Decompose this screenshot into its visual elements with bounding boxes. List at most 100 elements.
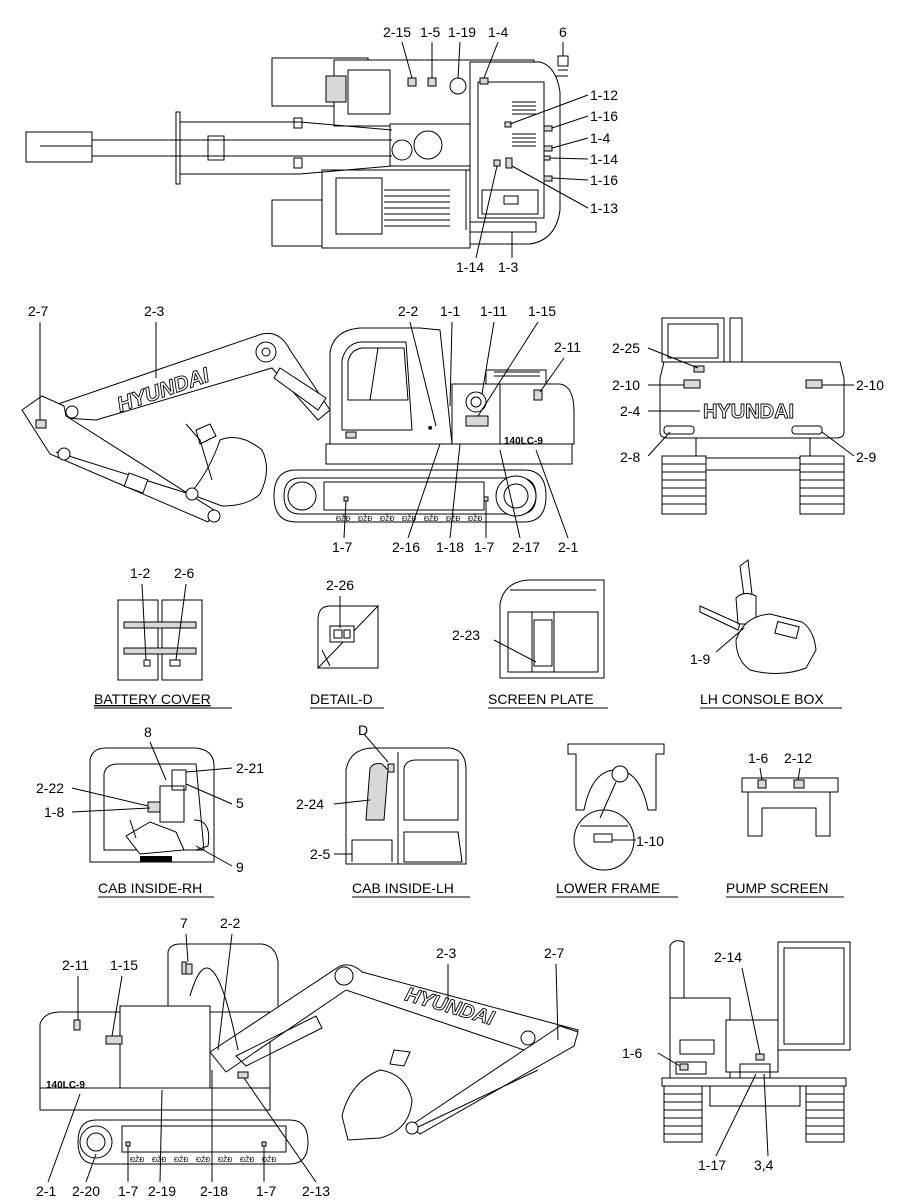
callout-top-1-4: 1-4 (488, 24, 508, 40)
caption-screen-plate: SCREEN PLATE (488, 691, 594, 707)
callout-top-1-3: 1-3 (498, 259, 518, 275)
callout-rh-2-20: 2-20 (72, 1183, 100, 1199)
callout-cabrh-5: 5 (236, 795, 244, 811)
callout-top-1-13: 1-13 (590, 200, 618, 216)
callout-front-3-4: 3,4 (754, 1157, 774, 1173)
callout-rear-2-10b: 2-10 (856, 377, 884, 393)
screen-plate-detail: 2-23 SCREEN PLATE (452, 579, 608, 709)
callout-rh-7: 7 (180, 915, 188, 931)
svg-text:ĐŽĐ: ĐŽĐ (424, 514, 438, 523)
svg-text:ĐŽĐ: ĐŽĐ (262, 1155, 276, 1164)
svg-text:ĐŽĐ: ĐŽĐ (130, 1155, 144, 1164)
callout-lh-1-15: 1-15 (528, 303, 556, 319)
callout-cabrh-2-22: 2-22 (36, 780, 64, 796)
svg-text:ĐŽĐ: ĐŽĐ (152, 1155, 166, 1164)
callout-cablh-2-5: 2-5 (310, 846, 330, 862)
callout-top-1-5: 1-5 (420, 24, 440, 40)
callout-rear-2-25: 2-25 (612, 340, 640, 356)
svg-text:ĐŽĐ: ĐŽĐ (196, 1155, 210, 1164)
callout-top-1-19: 1-19 (448, 24, 476, 40)
callout-battery-2-6: 2-6 (174, 565, 194, 581)
cab-inside-lh-detail: D 2-24 2-5 CAB INSIDE-LH (296, 722, 470, 898)
callout-lh-2-11: 2-11 (554, 339, 581, 355)
callout-lh-2-16: 2-16 (392, 539, 420, 555)
callout-front-1-6: 1-6 (622, 1045, 642, 1061)
callout-screen-2-23: 2-23 (452, 627, 480, 643)
callout-rh-1-7a: 1-7 (118, 1183, 138, 1199)
callout-rh-2-3: 2-3 (436, 945, 456, 961)
callout-rear-2-8: 2-8 (620, 449, 640, 465)
callout-lh-1-11: 1-11 (480, 303, 507, 319)
rear-brand: HYUNDAI (703, 401, 794, 423)
callout-front-1-17: 1-17 (698, 1157, 726, 1173)
callout-top-6: 6 (559, 24, 567, 40)
callout-top-1-16b: 1-16 (590, 172, 618, 188)
callout-lh-2-7: 2-7 (28, 303, 48, 319)
lower-frame-detail: 1-10 LOWER FRAME (556, 743, 678, 898)
callout-console-1-9: 1-9 (690, 651, 710, 667)
callout-lh-2-2: 2-2 (398, 303, 418, 319)
front-view-callouts: 2-14 1-6 1-17 3,4 (622, 949, 774, 1173)
rh-side-model-badge: 140LC-9 (46, 1080, 85, 1091)
svg-text:ĐŽĐ: ĐŽĐ (336, 514, 350, 523)
svg-text:ĐŽĐ: ĐŽĐ (402, 514, 416, 523)
caption-lower-frame: LOWER FRAME (556, 880, 660, 896)
svg-text:■: ■ (428, 425, 432, 432)
callout-lowerframe-1-10: 1-10 (636, 833, 664, 849)
callout-lh-2-1: 2-1 (558, 539, 578, 555)
lh-console-box-detail: 1-9 LH CONSOLE BOX (690, 559, 842, 709)
callout-top-1-4b: 1-4 (590, 130, 610, 146)
callout-pump-2-12: 2-12 (784, 750, 812, 766)
callout-top-1-14b: 1-14 (456, 259, 484, 275)
lh-side-model-badge: 140LC-9 (504, 436, 543, 447)
pump-screen-detail: 1-6 2-12 PUMP SCREEN (726, 750, 844, 898)
callout-top-1-16a: 1-16 (590, 108, 618, 124)
rh-side-callouts: 7 2-2 2-11 1-15 2-3 2-7 2-1 2-20 1-7 2-1… (36, 915, 564, 1199)
top-view (25, 55, 569, 249)
callout-lh-1-7b: 1-7 (474, 539, 494, 555)
detail-marker-d: D (358, 722, 368, 738)
callout-battery-1-2: 1-2 (130, 565, 150, 581)
svg-text:ĐŽĐ: ĐŽĐ (174, 1155, 188, 1164)
callout-cablh-2-24: 2-24 (296, 796, 324, 812)
svg-text:ĐŽĐ: ĐŽĐ (240, 1155, 254, 1164)
callout-lh-2-3: 2-3 (144, 303, 164, 319)
front-view (661, 940, 851, 1143)
callout-rh-2-13: 2-13 (302, 1183, 330, 1199)
lh-side-callouts: 2-7 2-3 2-2 1-1 1-11 1-15 2-11 1-7 2-16 … (28, 303, 581, 555)
callout-rear-2-10a: 2-10 (612, 377, 640, 393)
svg-text:ĐŽĐ: ĐŽĐ (380, 514, 394, 523)
svg-text:ĐŽĐ: ĐŽĐ (358, 514, 372, 523)
callout-rh-2-18: 2-18 (200, 1183, 228, 1199)
caption-lh-console-box: LH CONSOLE BOX (700, 691, 824, 707)
callout-top-2-15: 2-15 (383, 24, 411, 40)
svg-text:ĐŽĐ: ĐŽĐ (446, 514, 460, 523)
caption-pump-screen: PUMP SCREEN (726, 880, 828, 896)
battery-cover-detail: 1-2 2-6 BATTERY COVER (94, 565, 232, 709)
callout-lh-2-17: 2-17 (512, 539, 540, 555)
caption-cab-inside-rh: CAB INSIDE-RH (98, 880, 202, 896)
callout-top-1-14: 1-14 (590, 151, 618, 167)
callout-detail-2-26: 2-26 (326, 577, 354, 593)
top-view-callouts: 2-15 1-5 1-19 1-4 6 1-12 1-16 1-4 1-14 1… (383, 24, 618, 275)
callout-top-1-12: 1-12 (590, 87, 618, 103)
callout-rh-2-2: 2-2 (220, 915, 240, 931)
callout-rh-2-11: 2-11 (62, 957, 89, 973)
callout-lh-1-7a: 1-7 (332, 539, 352, 555)
callout-cabrh-8: 8 (144, 724, 152, 740)
callout-rear-2-9: 2-9 (856, 449, 876, 465)
callout-front-2-14: 2-14 (714, 949, 742, 965)
callout-rh-2-1: 2-1 (36, 1183, 56, 1199)
caption-cab-inside-lh: CAB INSIDE-LH (352, 880, 454, 896)
rear-view: HYUNDAI (659, 317, 845, 515)
detail-d: 2-26 DETAIL-D (310, 577, 384, 709)
cab-inside-rh-detail: 8 2-21 2-22 1-8 5 9 CAB INSIDE-RH (36, 724, 264, 898)
callout-rear-2-4: 2-4 (620, 403, 640, 419)
caption-detail-d: DETAIL-D (310, 691, 373, 707)
callout-rh-2-19: 2-19 (148, 1183, 176, 1199)
caption-battery-cover: BATTERY COVER (94, 691, 211, 707)
callout-rh-1-7b: 1-7 (256, 1183, 276, 1199)
